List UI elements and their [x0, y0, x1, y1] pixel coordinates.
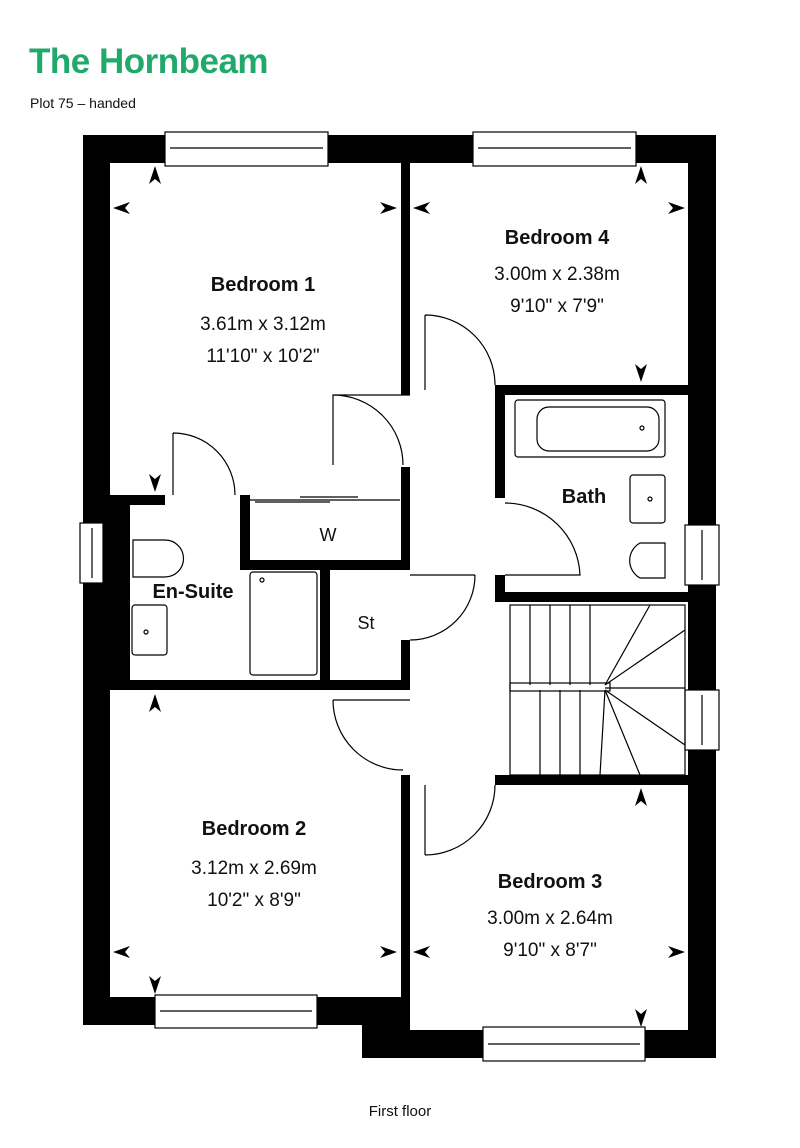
room-metric: 3.00m x 2.64m: [487, 908, 613, 929]
room-bedroom-2: Bedroom 2 3.12m x 2.69m 10'2" x 8'9": [191, 818, 317, 911]
doors: [172, 314, 581, 856]
room-imperial: 9'10" x 8'7": [503, 940, 597, 961]
room-imperial: 11'10" x 10'2": [206, 346, 319, 367]
room-bedroom-4: Bedroom 4 3.00m x 2.38m 9'10" x 7'9": [494, 227, 620, 317]
room-name: Bedroom 2: [202, 818, 306, 840]
room-bedroom-3: Bedroom 3 3.00m x 2.64m 9'10" x 8'7": [487, 871, 613, 961]
room-imperial: 10'2" x 8'9": [207, 890, 301, 911]
plan-title: The Hornbeam: [29, 42, 269, 81]
windows: [79, 131, 720, 1062]
room-name: Bedroom 1: [211, 274, 315, 296]
fixtures: [131, 399, 686, 776]
plot-subtitle: Plot 75 – handed: [30, 95, 136, 111]
room-name: Bedroom 3: [498, 871, 602, 893]
room-bath: Bath: [562, 486, 606, 508]
room-store: St: [357, 613, 374, 633]
room-ensuite: En-Suite: [152, 581, 233, 603]
floor-label: First floor: [368, 1103, 432, 1120]
room-name: Bedroom 4: [505, 227, 610, 249]
room-metric: 3.61m x 3.12m: [200, 314, 326, 335]
room-bedroom-1: Bedroom 1 3.61m x 3.12m 11'10" x 10'2": [200, 274, 326, 367]
room-metric: 3.00m x 2.38m: [494, 264, 620, 285]
room-metric: 3.12m x 2.69m: [191, 858, 317, 879]
room-imperial: 9'10" x 7'9": [510, 296, 604, 317]
room-wardrobe: W: [320, 525, 337, 545]
